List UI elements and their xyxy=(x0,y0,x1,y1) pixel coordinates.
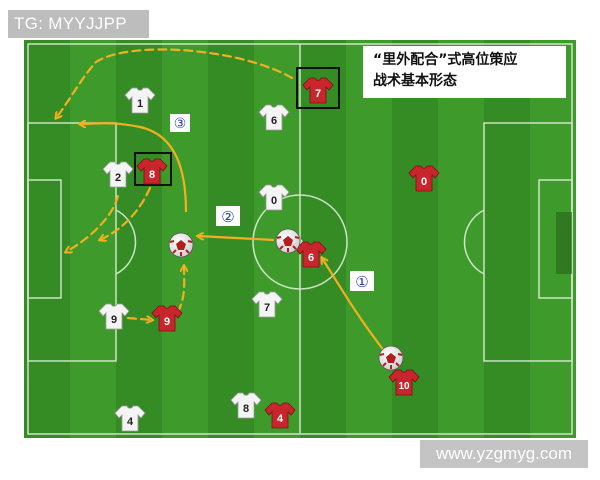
jersey-icon xyxy=(408,165,440,192)
jersey-icon xyxy=(124,87,156,114)
watermark: www.yzgmyg.com xyxy=(420,440,588,468)
jersey-number: 9 xyxy=(111,314,117,326)
jersey-icon xyxy=(98,303,130,330)
jersey-number: 0 xyxy=(421,176,427,188)
jersey-icon xyxy=(388,369,420,396)
player-white-7: 7 xyxy=(251,291,283,318)
jersey-icon xyxy=(151,305,183,332)
jersey-number: 7 xyxy=(315,88,321,100)
players: 1 6 2 0 7 9 8 4 7 8 0 6 9 10 4 xyxy=(98,77,440,432)
player-red-8: 8 xyxy=(136,158,168,185)
jersey-number: 8 xyxy=(149,169,155,181)
jersey-icon xyxy=(230,392,262,419)
highlight-boxes xyxy=(134,67,340,186)
jersey-number: 1 xyxy=(137,98,143,110)
player-red-6: 6 xyxy=(295,241,327,268)
jersey-icon xyxy=(302,77,334,104)
step-marker-3: ③ xyxy=(174,116,187,132)
jersey-icon xyxy=(258,184,290,211)
jersey-icon xyxy=(251,291,283,318)
movement-arrows xyxy=(56,48,294,320)
player-white-9: 9 xyxy=(98,303,130,330)
jersey-number: 0 xyxy=(271,195,277,207)
jersey-icon xyxy=(136,158,168,185)
step-markers: ③ ② ① xyxy=(170,114,374,291)
balls xyxy=(168,228,404,371)
channel-tag: TG: MYYJJPP xyxy=(8,10,149,38)
jersey-number: 6 xyxy=(271,115,277,127)
jersey-icon xyxy=(114,405,146,432)
ball-icon xyxy=(168,232,194,258)
pass-arrows xyxy=(80,123,386,353)
pass-arrow-3 xyxy=(80,123,188,213)
player-red-4: 4 xyxy=(264,402,296,429)
player-red-0: 0 xyxy=(408,165,440,192)
highlight-box-7 xyxy=(296,67,340,109)
ball-icon xyxy=(378,345,404,371)
jersey-icon xyxy=(264,402,296,429)
jersey-icon xyxy=(258,104,290,131)
player-white-4: 4 xyxy=(114,405,146,432)
jersey-icon xyxy=(102,161,134,188)
player-white-6: 6 xyxy=(258,104,290,131)
player-white-0: 0 xyxy=(258,184,290,211)
run-arrow-9-up xyxy=(176,266,184,314)
run-arrow-2 xyxy=(66,194,120,252)
jersey-icon xyxy=(295,241,327,268)
step-marker-1: ① xyxy=(355,273,368,291)
run-arrow-8 xyxy=(100,186,152,240)
player-white-1: 1 xyxy=(124,87,156,114)
jersey-number: 2 xyxy=(115,172,121,184)
jersey-number: 8 xyxy=(243,403,249,415)
player-white-8: 8 xyxy=(230,392,262,419)
pass-arrow-2 xyxy=(198,236,275,242)
diagram-title: “里外配合”式高位策应 战术基本形态 xyxy=(363,46,566,98)
jersey-number: 4 xyxy=(277,413,284,425)
ball-icon xyxy=(275,228,301,254)
jersey-number: 7 xyxy=(264,302,270,314)
player-red-9: 9 xyxy=(151,305,183,332)
highlight-box-8 xyxy=(134,152,172,186)
jersey-number: 10 xyxy=(398,381,410,392)
jersey-number: 9 xyxy=(164,316,170,328)
jersey-number: 6 xyxy=(308,252,314,264)
pass-arrow-1 xyxy=(322,258,386,353)
player-red-10: 10 xyxy=(388,369,420,396)
title-line-2: 战术基本形态 xyxy=(373,73,457,89)
jersey-number: 4 xyxy=(127,416,134,428)
goal-net xyxy=(556,212,572,274)
player-red-7: 7 xyxy=(302,77,334,104)
run-arrow-9-right xyxy=(126,318,152,320)
title-line-1: “里外配合”式高位策应 xyxy=(373,52,518,68)
player-white-2: 2 xyxy=(102,161,134,188)
step-marker-2: ② xyxy=(221,208,234,226)
run-arrow-7 xyxy=(56,48,294,118)
